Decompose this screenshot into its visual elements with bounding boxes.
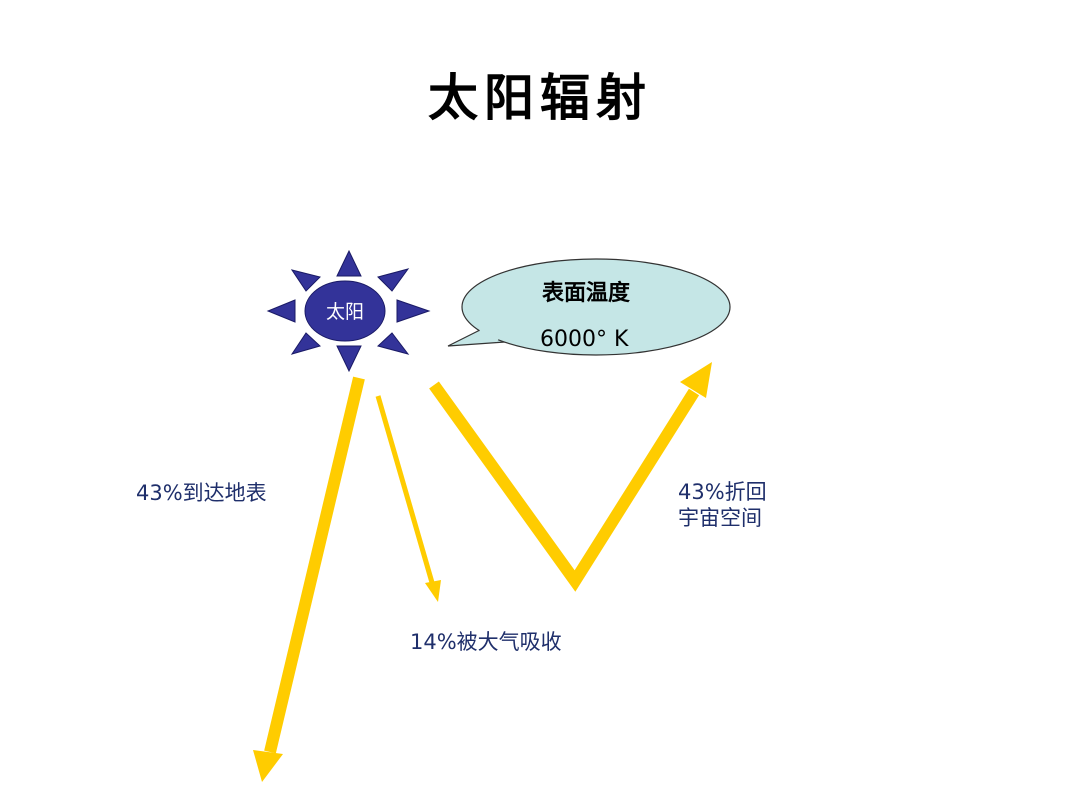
sun-ray-bottom xyxy=(336,345,362,373)
space-percentage-label: 43%折回 宇宙空间 xyxy=(678,479,767,532)
surface-temperature-value: 6000° K xyxy=(540,327,629,352)
sun-ray-bottom-right xyxy=(376,332,410,355)
sun-disc xyxy=(304,280,386,342)
sun-ray-left xyxy=(266,299,296,323)
sun-ray-top-left xyxy=(290,269,321,292)
space-label-line2: 宇宙空间 xyxy=(678,506,762,531)
absorbed-percentage-label: 14%被大气吸收 xyxy=(410,630,562,654)
arrow-absorbed xyxy=(375,395,441,602)
sun-icon xyxy=(266,249,431,373)
arrow-to-surface xyxy=(253,376,365,782)
sun-ray-top-right xyxy=(377,268,410,292)
sun-label: 太阳 xyxy=(326,301,364,323)
surface-temperature-label: 表面温度 xyxy=(542,281,631,306)
sun-ray-top xyxy=(336,249,362,277)
sun-ray-bottom-left xyxy=(290,332,321,355)
space-label-line1: 43%折回 xyxy=(678,480,767,504)
slide-title: 太阳辐射 xyxy=(428,69,652,127)
temperature-bubble xyxy=(447,258,731,356)
arrow-reflected xyxy=(429,362,712,592)
surface-percentage-label: 43%到达地表 xyxy=(136,481,267,505)
sun-ray-right xyxy=(396,299,431,323)
